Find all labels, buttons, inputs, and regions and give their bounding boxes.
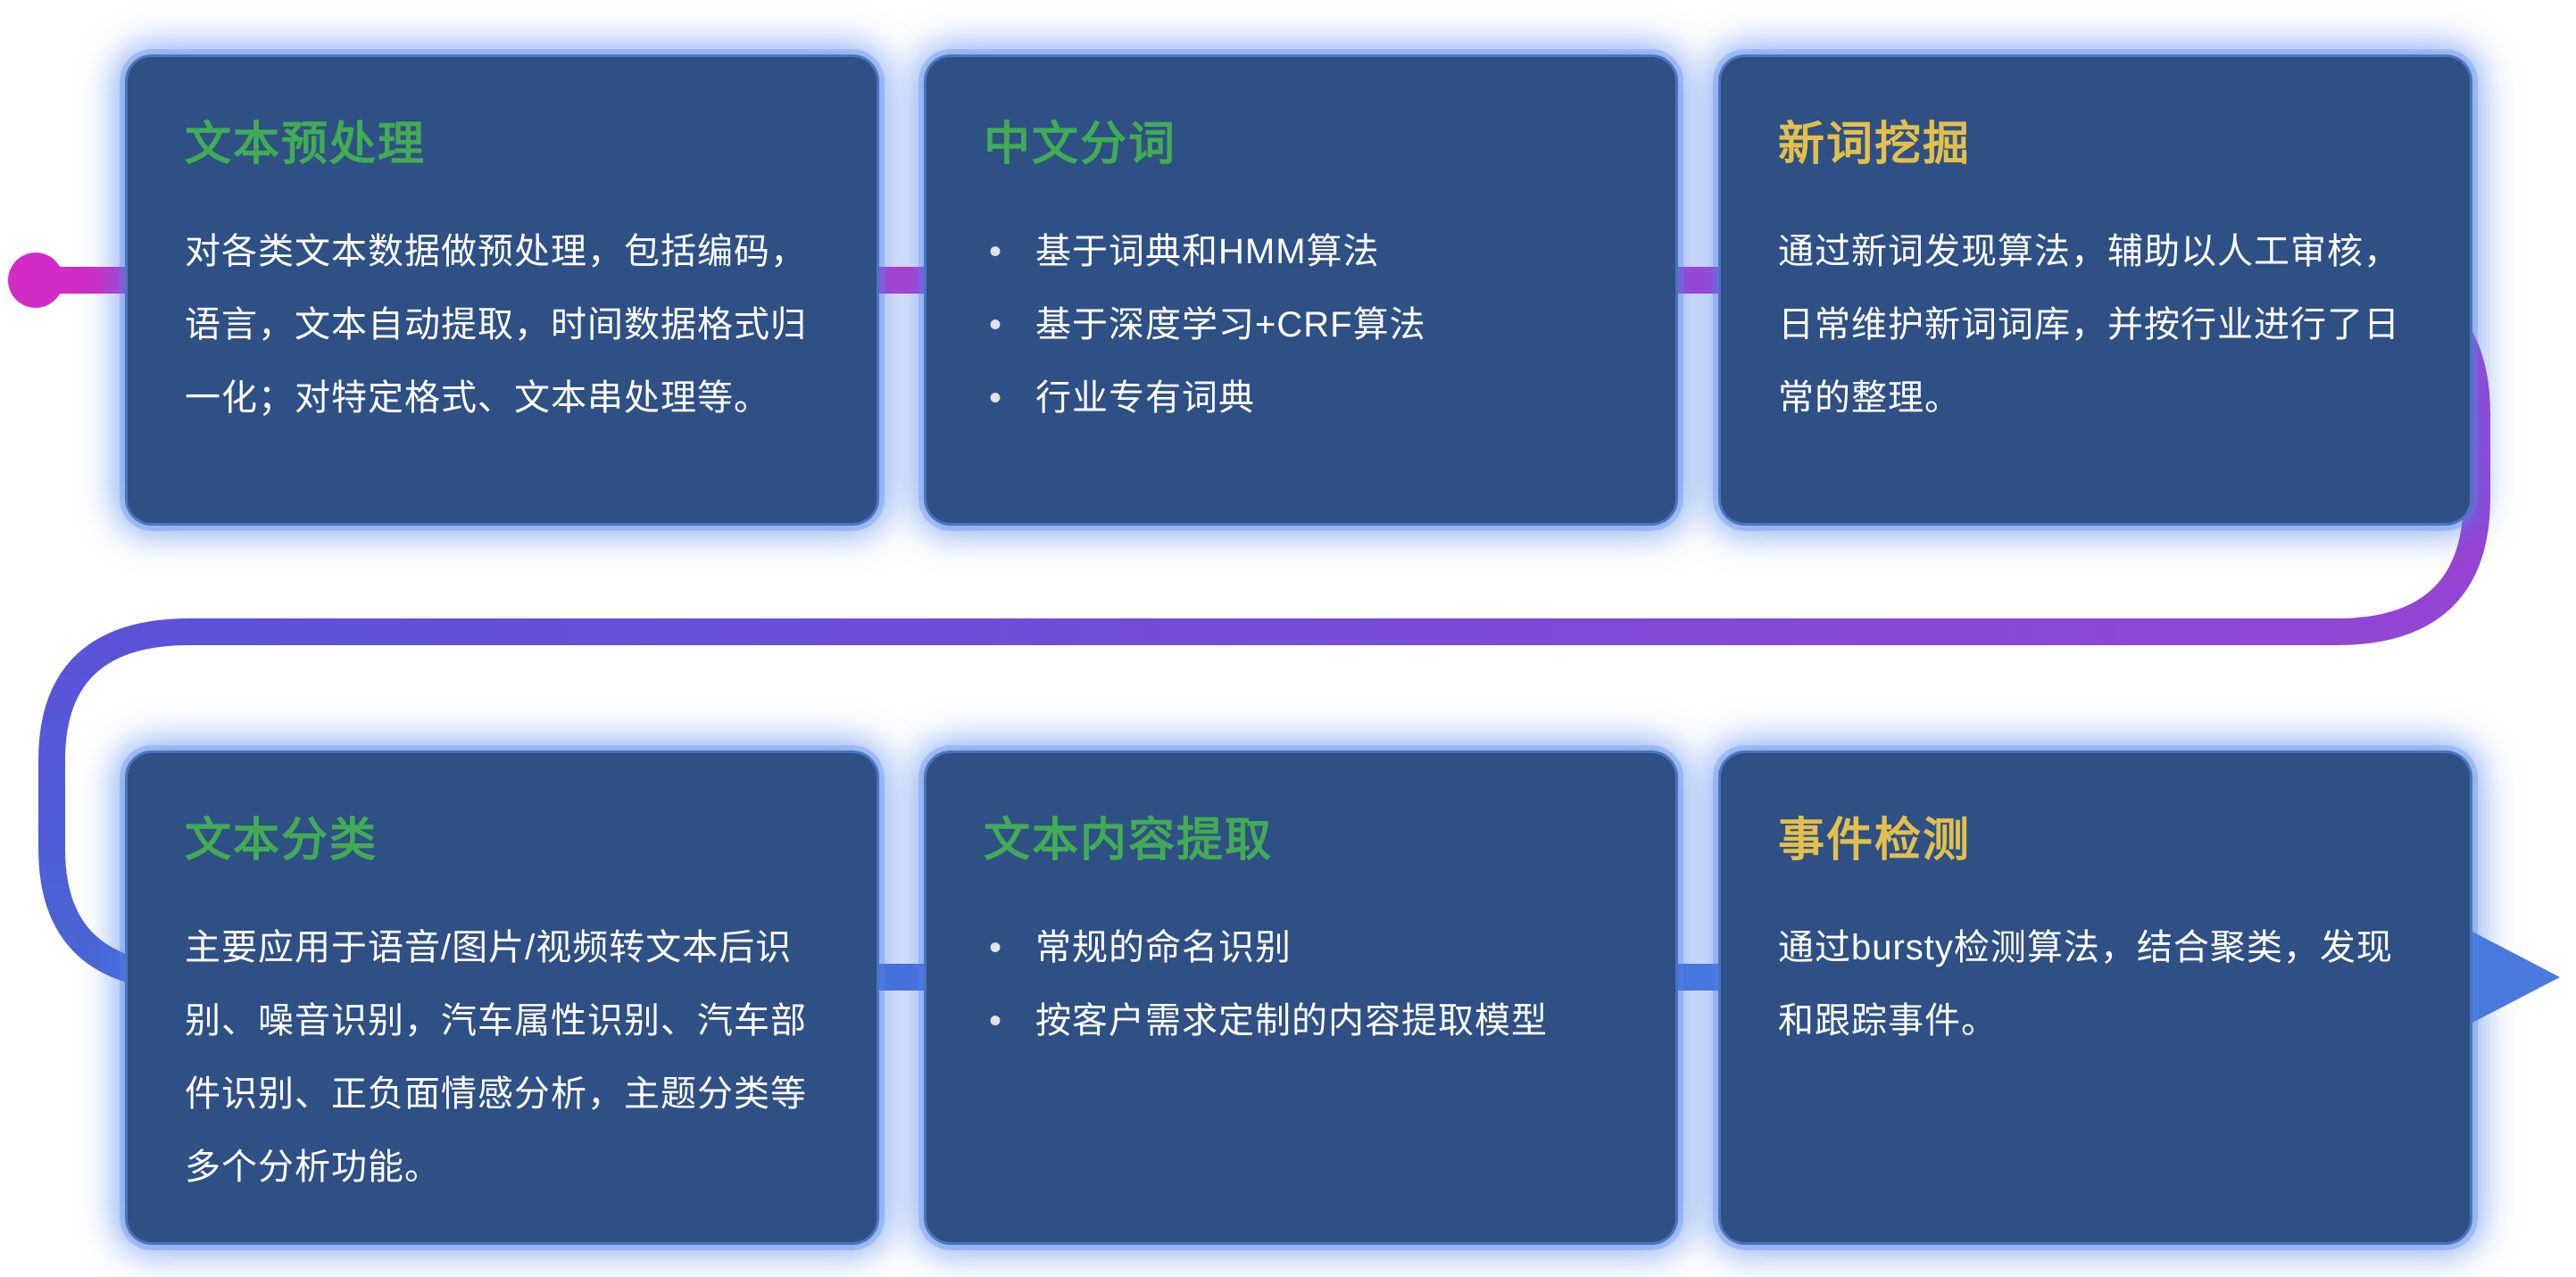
card-new-word-mining: 新词挖掘 通过新词发现算法，辅助以人工审核，日常维护新词词库，并按行业进行了日常… <box>1718 54 2472 526</box>
card-title: 文本分类 <box>185 815 378 867</box>
card-title: 事件检测 <box>1778 815 1972 867</box>
card-title: 中文分词 <box>984 119 1177 170</box>
card-body-text: 对各类文本数据做预处理，包括编码，语言，文本自动提取，时间数据格式归一化；对特定… <box>185 232 807 419</box>
card-chinese-word-segmentation: 中文分词 基于词典和HMM算法 基于深度学习+CRF算法 行业专有词典 <box>924 54 1678 526</box>
card-text-content-extraction: 文本内容提取 常规的命名识别 按客户需求定制的内容提取模型 <box>924 750 1678 1245</box>
bullet-item: 常规的命名识别 <box>984 911 1618 984</box>
card-body-text: 主要应用于语音/图片/视频转文本后识别、噪音识别，汽车属性识别、汽车部件识别、正… <box>185 928 807 1188</box>
card-title: 文本内容提取 <box>984 815 1274 867</box>
card-body-text: 通过bursty检测算法，结合聚类，发现和跟踪事件。 <box>1778 928 2393 1041</box>
card-title: 文本预处理 <box>185 119 427 170</box>
card-bullet-list: 常规的命名识别 按客户需求定制的内容提取模型 <box>984 911 1618 1057</box>
card-bullet-list: 基于词典和HMM算法 基于深度学习+CRF算法 行业专有词典 <box>984 215 1618 435</box>
card-title: 新词挖掘 <box>1778 119 1972 170</box>
flow-arrow-icon <box>2469 930 2560 1024</box>
bullet-item: 基于词典和HMM算法 <box>984 215 1618 288</box>
flow-segment-left-curve <box>38 618 190 991</box>
bullet-item: 行业专有词典 <box>984 361 1618 435</box>
card-body-text: 通过新词发现算法，辅助以人工审核，日常维护新词词库，并按行业进行了日常的整理。 <box>1778 232 2400 419</box>
card-text-classification: 文本分类 主要应用于语音/图片/视频转文本后识别、噪音识别，汽车属性识别、汽车部… <box>125 750 879 1245</box>
card-event-detection: 事件检测 通过bursty检测算法，结合聚类，发现和跟踪事件。 <box>1718 750 2472 1245</box>
card-text-preprocessing: 文本预处理 对各类文本数据做预处理，包括编码，语言，文本自动提取，时间数据格式归… <box>125 54 879 526</box>
bullet-item: 按客户需求定制的内容提取模型 <box>984 984 1618 1057</box>
bullet-item: 基于深度学习+CRF算法 <box>984 288 1618 361</box>
